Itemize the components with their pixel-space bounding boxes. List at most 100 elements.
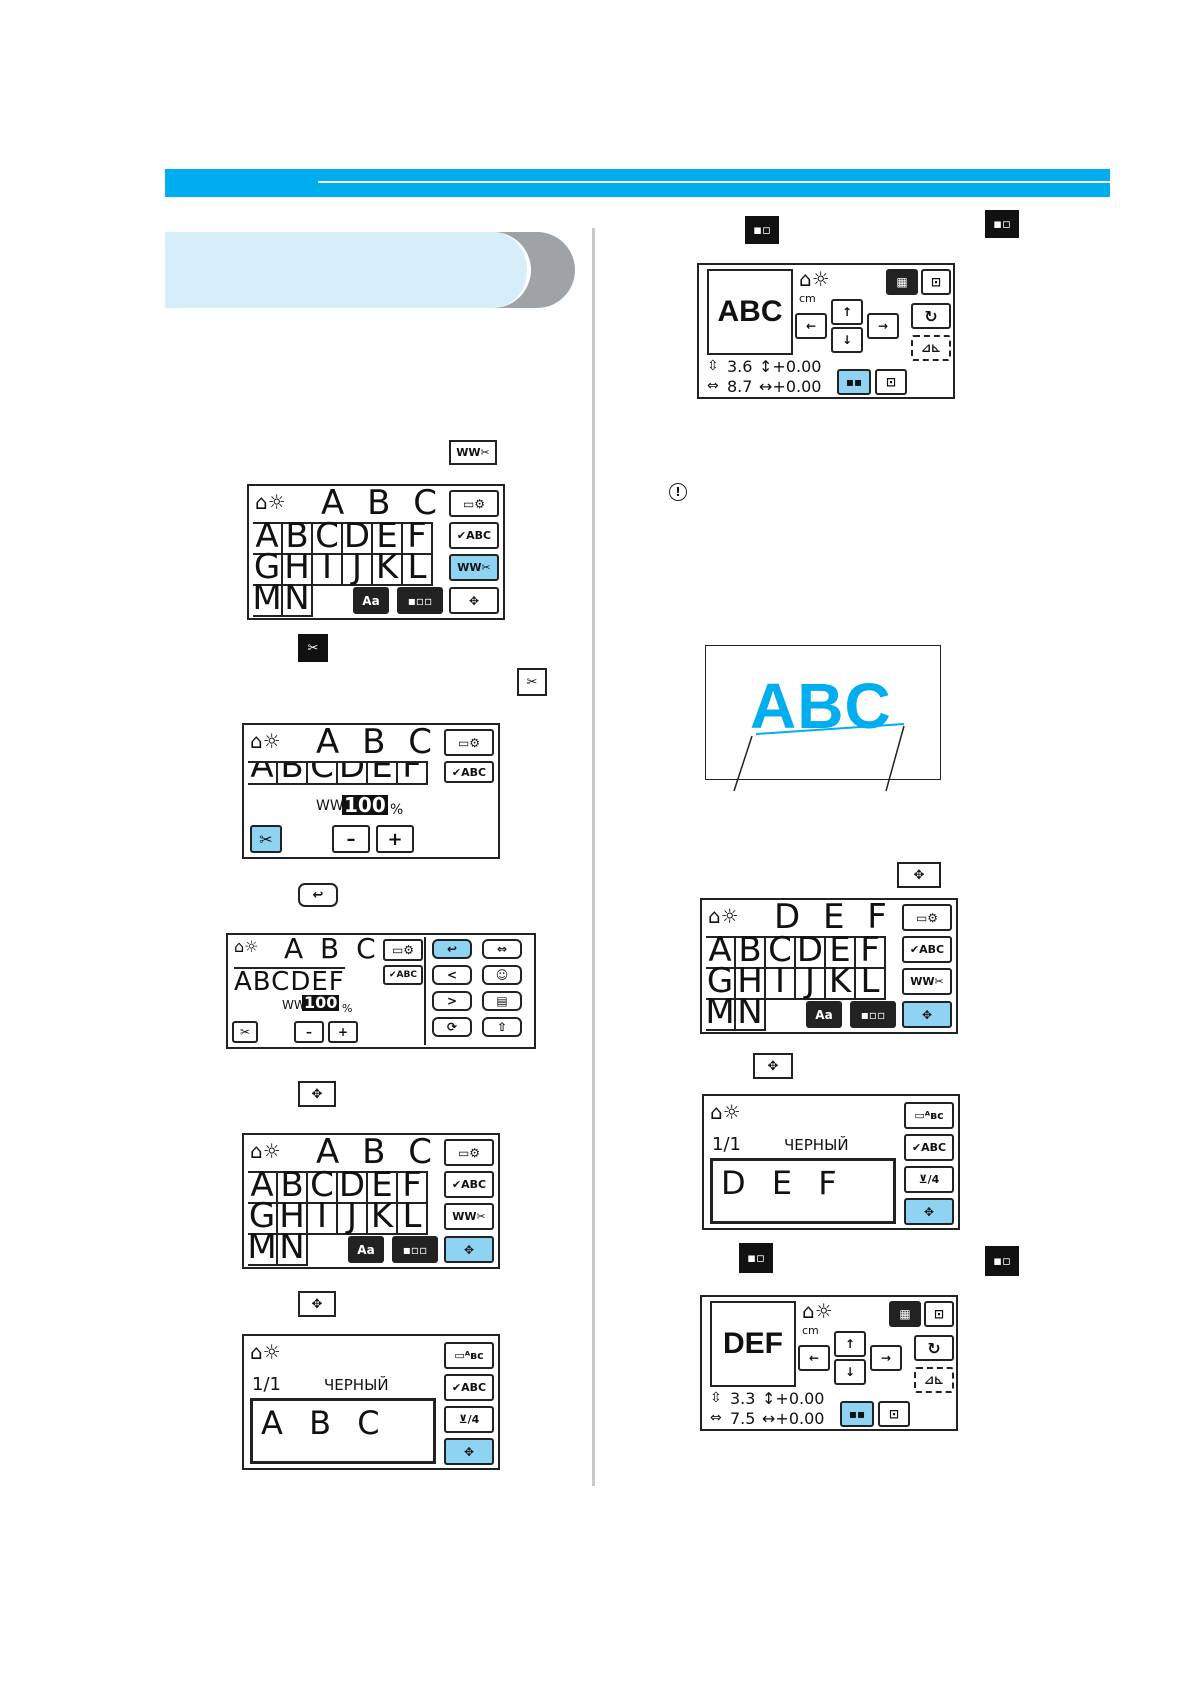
letter-key[interactable]: F xyxy=(398,763,428,785)
letter-key[interactable]: N xyxy=(283,581,313,617)
minus-button[interactable]: – xyxy=(332,825,370,853)
letter-key[interactable]: C xyxy=(308,763,338,785)
center-button[interactable]: ▪▪ xyxy=(837,369,871,395)
check-button[interactable]: ✔ABC xyxy=(383,965,423,985)
letter-key[interactable]: L xyxy=(403,550,433,586)
size-button[interactable]: ⊻/4 xyxy=(904,1166,954,1193)
letter-key[interactable]: E xyxy=(373,519,403,555)
erase-button[interactable]: ▭⚙ xyxy=(383,939,423,961)
erase-button[interactable]: ▭⚙ xyxy=(902,904,952,931)
left-button[interactable]: ← xyxy=(795,313,827,339)
letter-key[interactable]: D xyxy=(338,1168,368,1204)
letter-grid[interactable]: A B C D E F G H I J K L M N xyxy=(252,519,433,618)
right-button[interactable]: → xyxy=(867,313,899,339)
layout-button[interactable]: ▪▫▫ xyxy=(392,1236,438,1263)
letter-key[interactable]: N xyxy=(736,995,766,1031)
letter-key[interactable]: J xyxy=(338,1199,368,1235)
prev-button[interactable]: < xyxy=(432,965,472,985)
letter-key[interactable]: M xyxy=(247,1227,278,1267)
reload-button[interactable]: ⟳ xyxy=(432,1017,472,1037)
frame-icon[interactable]: ⊡ xyxy=(924,1301,954,1327)
font-button[interactable]: ▭ᴬʙc xyxy=(904,1102,954,1129)
scissor-button[interactable]: ✂ xyxy=(232,1021,258,1043)
letter-key[interactable]: H xyxy=(283,550,313,586)
letter-key[interactable]: D xyxy=(343,519,373,555)
letter-key[interactable]: A xyxy=(253,519,283,555)
minus-button[interactable]: – xyxy=(294,1021,324,1043)
letter-key[interactable]: C xyxy=(313,519,343,555)
letter-key[interactable]: A xyxy=(248,1168,278,1204)
start-button[interactable]: ⊡ xyxy=(875,369,907,395)
letter-key[interactable]: H xyxy=(278,1199,308,1235)
letter-key[interactable]: A xyxy=(248,763,278,785)
face-button[interactable]: ☺ xyxy=(482,965,522,985)
check-button[interactable]: ✔ABC xyxy=(902,936,952,963)
font-button[interactable]: ▭ᴬʙc xyxy=(444,1342,494,1369)
erase-button[interactable]: ▭⚙ xyxy=(444,729,494,756)
letter-key[interactable]: N xyxy=(278,1230,308,1266)
letter-key[interactable]: E xyxy=(368,763,398,785)
page-button[interactable]: ▤ xyxy=(482,991,522,1011)
layout-icon[interactable]: ▦ xyxy=(889,1301,921,1327)
frame-icon[interactable]: ⊡ xyxy=(921,269,951,295)
case-button[interactable]: Aa xyxy=(348,1236,384,1263)
letter-key[interactable]: G xyxy=(248,1199,278,1235)
letter-key[interactable]: F xyxy=(398,1168,428,1204)
case-button[interactable]: Aa xyxy=(806,1001,842,1028)
case-button[interactable]: Aa xyxy=(353,587,389,614)
letter-key[interactable]: A xyxy=(706,933,736,969)
letter-key[interactable]: G xyxy=(706,964,736,1000)
letter-row[interactable]: A B C D E F xyxy=(248,761,428,785)
letter-key[interactable]: C xyxy=(766,933,796,969)
cut-button[interactable]: WW✂ xyxy=(902,968,952,995)
letter-key[interactable]: F xyxy=(403,519,433,555)
letter-key[interactable]: M xyxy=(252,578,283,618)
letter-key[interactable]: F xyxy=(856,933,886,969)
letter-key[interactable]: M xyxy=(705,992,736,1032)
move-button[interactable]: ✥ xyxy=(444,1438,494,1465)
check-button[interactable]: ✔ABC xyxy=(444,761,494,783)
letter-key[interactable]: H xyxy=(736,964,766,1000)
letter-key[interactable]: K xyxy=(368,1199,398,1235)
save-button[interactable]: ⇧ xyxy=(482,1017,522,1037)
swap-button[interactable]: ⇔ xyxy=(482,939,522,959)
rotate-button[interactable]: ↻ xyxy=(914,1335,954,1361)
letter-key[interactable]: L xyxy=(856,964,886,1000)
back-button[interactable]: ↩ xyxy=(432,939,472,959)
down-button[interactable]: ↓ xyxy=(834,1359,866,1385)
right-button[interactable]: → xyxy=(870,1345,902,1371)
scissor-button[interactable]: ✂ xyxy=(250,825,282,853)
check-button[interactable]: ✔ABC xyxy=(449,522,499,549)
letter-key[interactable]: B xyxy=(736,933,766,969)
letter-key[interactable]: G xyxy=(253,550,283,586)
letter-key[interactable]: C xyxy=(308,1168,338,1204)
layout-button[interactable]: ▪▫▫ xyxy=(397,587,443,614)
start-button[interactable]: ⊡ xyxy=(878,1401,910,1427)
check-button[interactable]: ✔ABC xyxy=(904,1134,954,1161)
letter-key[interactable]: E xyxy=(368,1168,398,1204)
letter-key[interactable]: K xyxy=(826,964,856,1000)
letter-key[interactable]: J xyxy=(343,550,373,586)
letter-key[interactable]: I xyxy=(313,550,343,586)
down-button[interactable]: ↓ xyxy=(831,327,863,353)
left-button[interactable]: ← xyxy=(798,1345,830,1371)
size-button[interactable]: ⊻/4 xyxy=(444,1406,494,1433)
up-button[interactable]: ↑ xyxy=(834,1331,866,1357)
cut-button[interactable]: WW✂ xyxy=(444,1203,494,1230)
letter-key[interactable]: B xyxy=(278,763,308,785)
center-button[interactable]: ▪▪ xyxy=(840,1401,874,1427)
letter-key[interactable]: I xyxy=(766,964,796,1000)
letter-key[interactable]: J xyxy=(796,964,826,1000)
move-button[interactable]: ✥ xyxy=(902,1001,952,1028)
move-button[interactable]: ✥ xyxy=(904,1198,954,1225)
letter-key[interactable]: K xyxy=(373,550,403,586)
letter-key[interactable]: B xyxy=(278,1168,308,1204)
mirror-button[interactable]: ⊿⊾ xyxy=(911,335,951,361)
cut-button[interactable]: WW✂ xyxy=(449,554,499,581)
move-button[interactable]: ✥ xyxy=(444,1236,494,1263)
check-button[interactable]: ✔ABC xyxy=(444,1171,494,1198)
layout-icon[interactable]: ▦ xyxy=(886,269,918,295)
move-button[interactable]: ✥ xyxy=(449,587,499,614)
letter-key[interactable]: L xyxy=(398,1199,428,1235)
next-button[interactable]: > xyxy=(432,991,472,1011)
